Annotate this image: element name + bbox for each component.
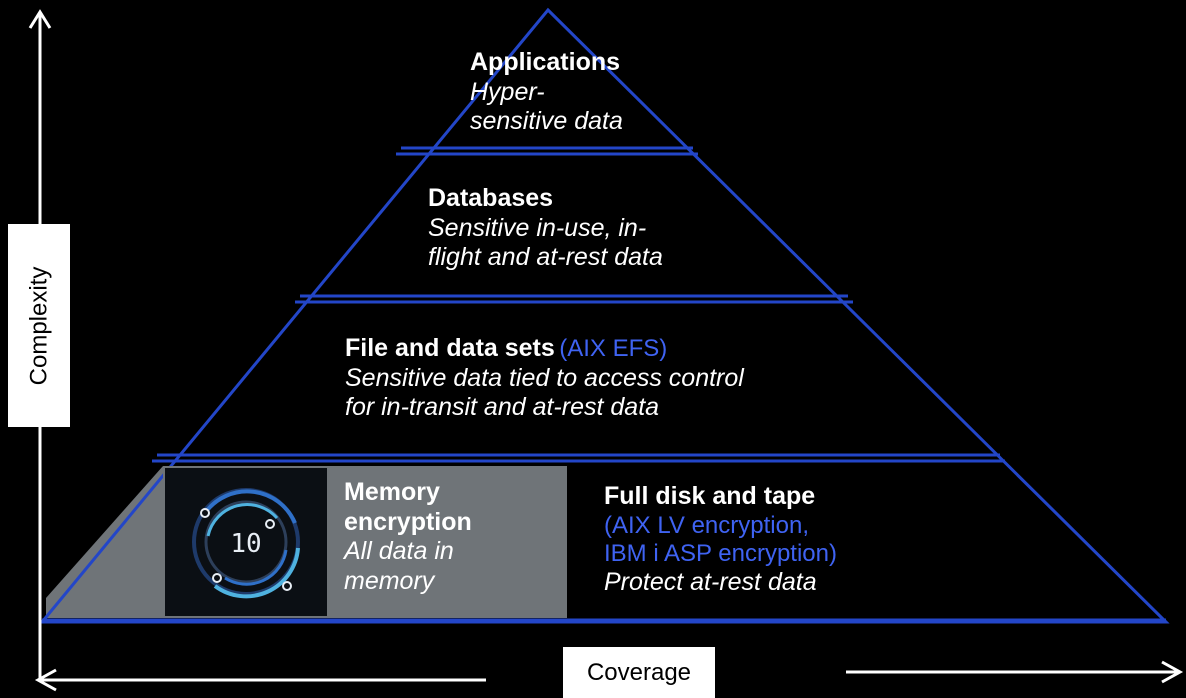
applications-subtitle-2: sensitive data xyxy=(470,107,623,135)
tier-dividers xyxy=(42,146,1166,622)
x-axis-arrow xyxy=(34,660,1184,692)
memory-title-2: encryption xyxy=(344,507,472,536)
disk-subtitle: Protect at-rest data xyxy=(604,568,817,597)
files-title: File and data sets xyxy=(345,334,555,362)
tier-files: File and data sets (AIX EFS) Sensitive d… xyxy=(345,334,744,423)
y-axis-label: Complexity xyxy=(8,224,70,427)
x-axis-label-text: Coverage xyxy=(586,658,692,686)
disk-note-1: (AIX LV encryption, xyxy=(604,511,809,539)
memory-title-1: Memory xyxy=(344,478,440,506)
files-subtitle-2: for in-transit and at-rest data xyxy=(345,393,660,421)
tier-disk: Full disk and tape (AIX LV encryption, I… xyxy=(604,482,837,598)
files-note: (AIX EFS) xyxy=(559,335,668,362)
memory-encryption-icon: 10 xyxy=(165,468,327,616)
disk-title: Full disk and tape xyxy=(604,482,816,510)
memory-icon-text: 10 xyxy=(230,529,261,559)
tier-memory: Memory encryption All data in memory xyxy=(344,478,472,596)
y-axis-label-text: Complexity xyxy=(25,266,53,385)
tier-applications: Applications Hyper- sensitive data xyxy=(470,48,623,137)
applications-title: Applications xyxy=(470,48,621,76)
databases-subtitle-2: flight and at-rest data xyxy=(428,243,663,271)
memory-subtitle-1: All data in xyxy=(344,537,454,565)
memory-subtitle-2: memory xyxy=(344,566,435,595)
x-axis-label: Coverage xyxy=(563,647,715,698)
disk-note-2: IBM i ASP encryption) xyxy=(604,539,837,567)
pyramid-outline xyxy=(38,7,1170,624)
applications-subtitle-1: Hyper- xyxy=(470,77,545,106)
databases-title: Databases xyxy=(428,184,554,212)
databases-subtitle-1: Sensitive in-use, in- xyxy=(428,213,647,242)
files-subtitle-1: Sensitive data tied to access control xyxy=(345,363,744,392)
tier-databases: Databases Sensitive in-use, in- flight a… xyxy=(428,184,663,273)
